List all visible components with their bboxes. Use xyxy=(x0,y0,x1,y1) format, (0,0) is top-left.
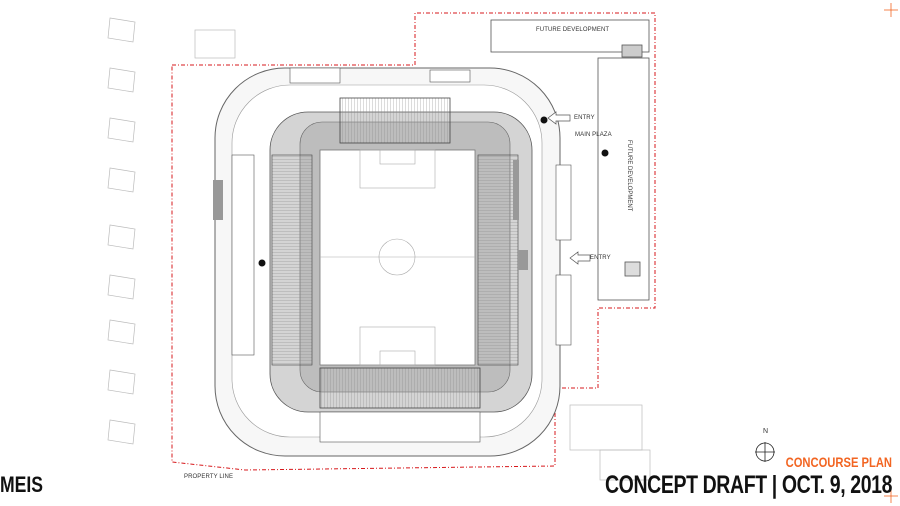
context-buildings xyxy=(107,17,651,481)
seating-west xyxy=(271,154,313,366)
concourse-stands xyxy=(231,67,572,443)
crop-marks xyxy=(884,3,898,503)
pitch-markings xyxy=(320,149,475,366)
label-property-line: PROPERTY LINE xyxy=(184,474,234,480)
seating-east xyxy=(477,154,519,366)
entry-arrow-icons xyxy=(547,111,591,265)
sheet-subtitle: CONCOURSE PLAN xyxy=(785,454,892,470)
seating-north xyxy=(339,97,451,144)
stadium xyxy=(213,67,572,457)
north-arrow-icon xyxy=(755,442,775,462)
sheet-title: CONCEPT DRAFT | OCT. 9, 2018 xyxy=(604,471,892,499)
property-line xyxy=(171,12,656,471)
north-label: N xyxy=(763,428,769,435)
label-future-development-top: FUTURE DEVELOPMENT xyxy=(536,27,610,33)
pitch xyxy=(319,149,476,366)
label-future-development-right: FUTURE DEVELOPMENT xyxy=(626,140,632,212)
future-development xyxy=(490,19,650,301)
label-entry-top: ENTRY xyxy=(574,115,595,121)
seating-south xyxy=(319,367,481,409)
label-entry-bottom: ENTRY xyxy=(590,255,611,261)
meis-logo: MEIS xyxy=(0,472,44,497)
label-main-plaza: MAIN PLAZA xyxy=(575,132,612,138)
stair-blocks xyxy=(213,160,528,270)
section-marker-icons xyxy=(258,116,609,267)
